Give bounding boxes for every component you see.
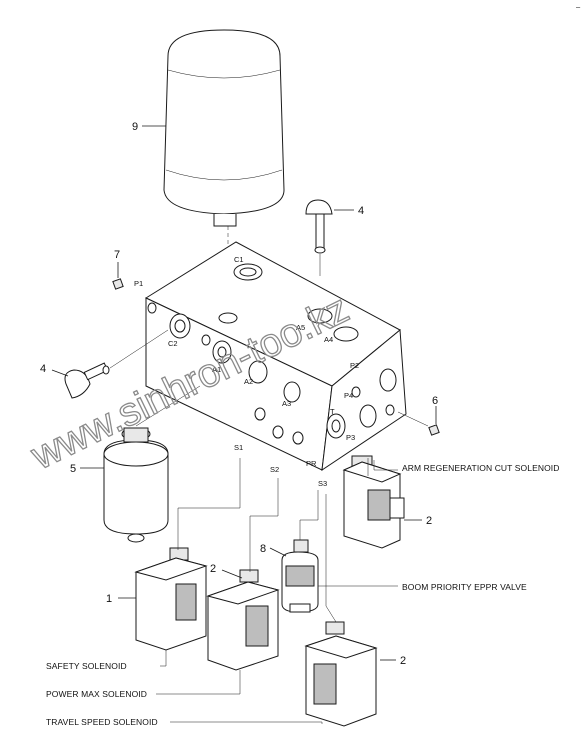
callout-solenoid-arm: 2 [426,515,432,527]
filter [103,427,169,543]
safety-solenoid-label: SAFETY SOLENOID [46,661,127,671]
port-c2: C2 [168,339,178,348]
callout-check-valve-top: 4 [358,205,364,217]
port-a5: A5 [296,323,305,332]
callout-plug-left: 7 [114,249,120,261]
callout-solenoid-travel: 2 [400,655,406,667]
callout-plug-right: 6 [432,395,438,407]
solenoid-safety [134,547,208,651]
port-t: T [330,407,335,416]
arm-regeneration-cut-label: ARM REGENERATION CUT SOLENOID [402,463,560,473]
port-a1: A1 [212,365,221,374]
port-a3: A3 [282,399,291,408]
port-p2: P2 [350,361,359,370]
travel-speed-solenoid-label: TRAVEL SPEED SOLENOID [46,717,158,727]
callout-eppr: 8 [260,543,266,555]
solenoid-power-max [206,569,280,671]
port-pr: PR [306,459,317,468]
plug-left [112,278,124,290]
port-a2: A2 [244,377,253,386]
callout-accumulator: 9 [132,121,138,133]
corner-mark: – [576,2,581,11]
port-c1: C1 [234,255,244,264]
port-s3: S3 [318,479,327,488]
eppr-valve [281,539,319,613]
check-valve-top [305,199,333,254]
solenoid-travel-speed [304,621,378,727]
port-s2: S2 [270,465,279,474]
port-p4: P4 [344,391,353,400]
boom-priority-eppr-label: BOOM PRIORITY EPPR VALVE [402,582,527,592]
accumulator [163,29,285,227]
manifold-block [144,241,407,472]
port-p3: P3 [346,433,355,442]
solenoid-arm-regen [342,455,405,549]
port-s1: S1 [234,443,243,452]
port-p1: P1 [134,279,143,288]
callout-solenoid-power: 2 [210,563,216,575]
callout-solenoid-safety: 1 [106,593,112,605]
plug-right [428,424,440,436]
power-max-solenoid-label: POWER MAX SOLENOID [46,689,147,699]
check-valve-left [64,362,110,399]
callout-filter: 5 [70,463,76,475]
callout-check-valve-left: 4 [40,363,46,375]
port-a4: A4 [324,335,333,344]
